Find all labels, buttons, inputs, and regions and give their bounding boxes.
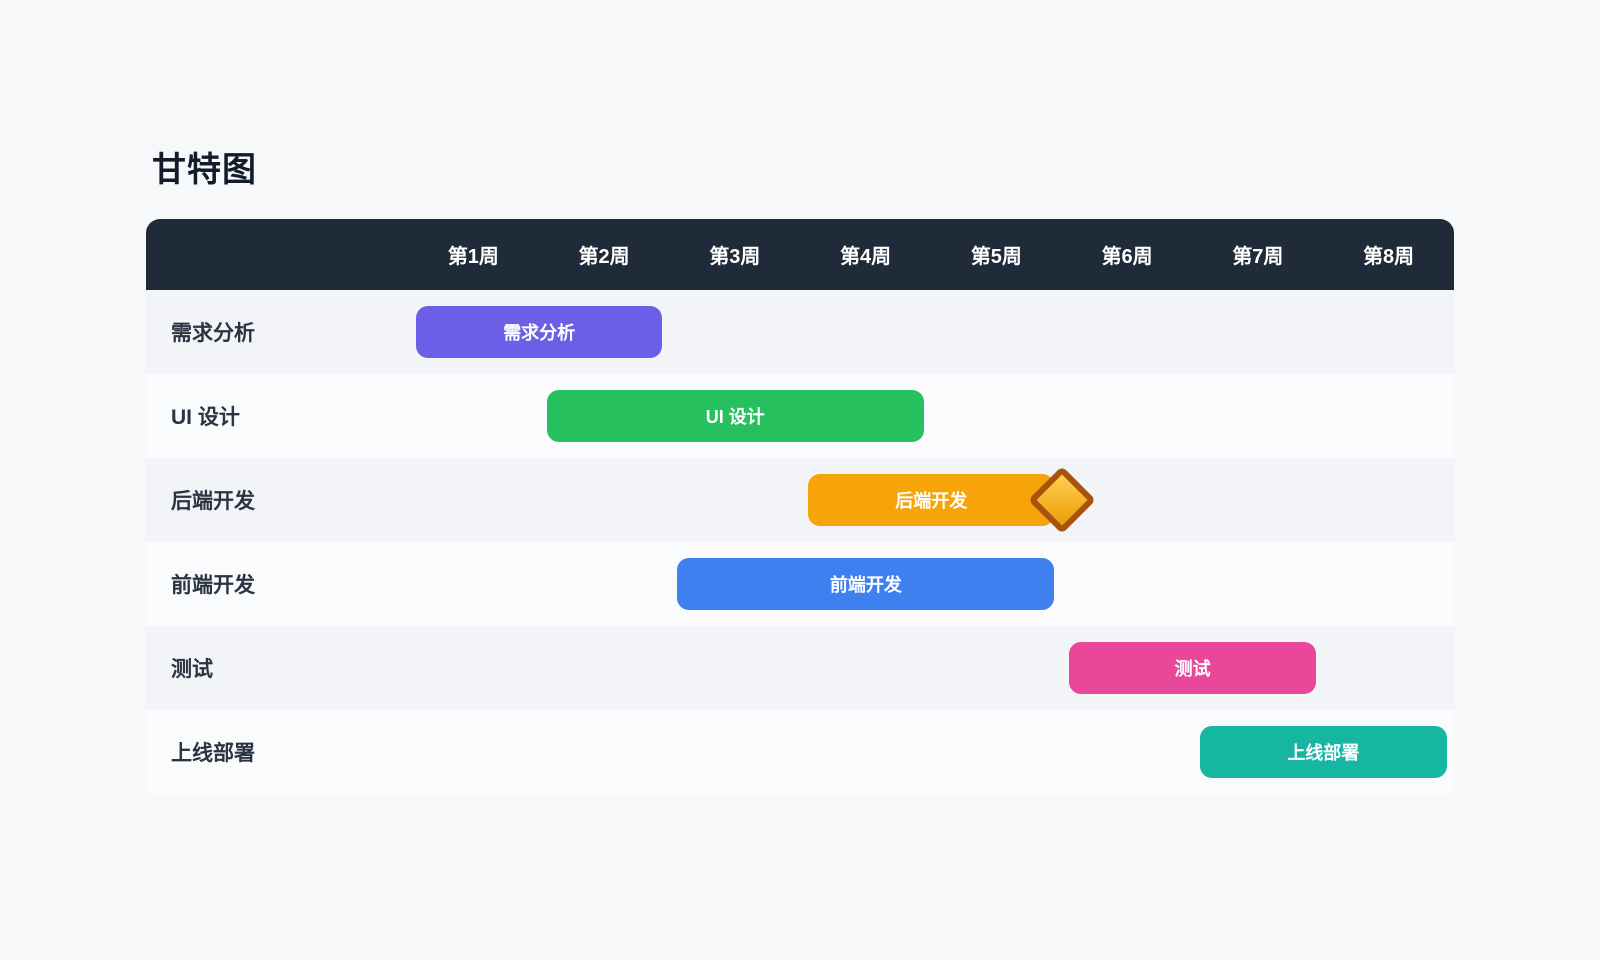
- week-header-6: 第6周: [1101, 246, 1153, 268]
- timeline-header: 第1周 第2周 第3周 第4周 第5周 第6周 第7周 第8周: [146, 219, 1454, 290]
- week-header-3: 第3周: [709, 246, 761, 268]
- task-bar-1[interactable]: 需求分析: [416, 306, 663, 358]
- chart-title: 甘特图: [152, 151, 257, 189]
- week-header-8: 第8周: [1363, 246, 1415, 268]
- task-row-label-2: UI 设计: [171, 406, 240, 429]
- task-row-label-3: 后端开发: [171, 490, 255, 513]
- task-row-label-1: 需求分析: [171, 322, 255, 345]
- week-header-5: 第5周: [970, 246, 1022, 268]
- task-row-2: UI 设计 UI 设计: [146, 374, 1454, 458]
- week-header-1: 第1周: [447, 246, 499, 268]
- task-row-6: 上线部署 上线部署: [146, 710, 1454, 794]
- task-bar-6[interactable]: 上线部署: [1200, 726, 1447, 778]
- task-bar-4[interactable]: 前端开发: [677, 558, 1055, 610]
- task-bar-5[interactable]: 测试: [1069, 642, 1316, 694]
- task-row-1: 需求分析 需求分析: [146, 290, 1454, 374]
- task-row-label-5: 测试: [171, 658, 213, 681]
- task-row-3: 后端开发 后端开发: [146, 458, 1454, 542]
- task-row-label-4: 前端开发: [171, 574, 255, 597]
- task-row-5: 测试 测试: [146, 626, 1454, 710]
- week-header-4: 第4周: [840, 246, 892, 268]
- week-header-7: 第7周: [1232, 246, 1284, 268]
- task-row-4: 前端开发 前端开发: [146, 542, 1454, 626]
- week-header-2: 第2周: [578, 246, 630, 268]
- task-bar-3[interactable]: 后端开发: [808, 474, 1055, 526]
- task-bar-2[interactable]: UI 设计: [546, 390, 924, 442]
- task-row-label-6: 上线部署: [171, 742, 255, 765]
